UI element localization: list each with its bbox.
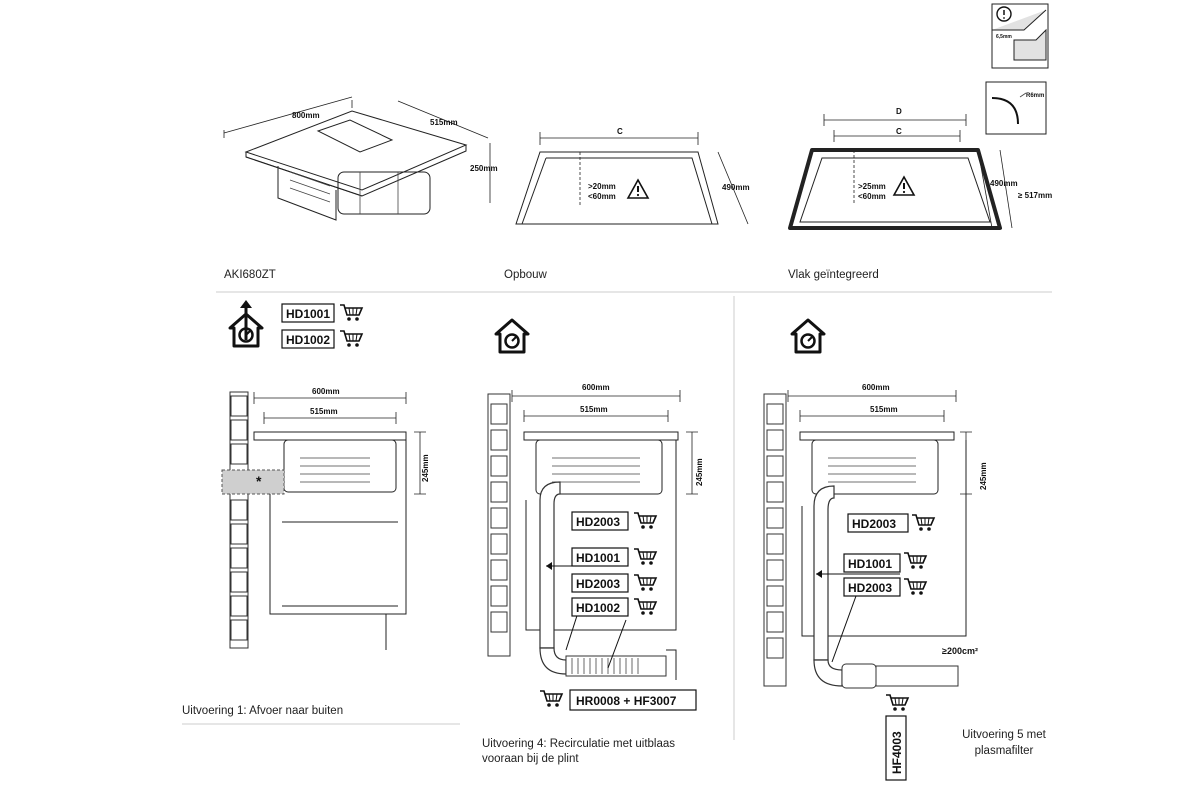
- product-width-label: 800mm: [292, 111, 320, 120]
- panel-3-drawing: [763, 318, 972, 689]
- p2-width-outer: 600mm: [582, 383, 610, 392]
- vlak-drawing: [788, 3, 1049, 230]
- p1-width-inner: 515mm: [310, 407, 338, 416]
- p3-vent: ≥200cm²: [942, 646, 978, 656]
- shopping-cart-icon: [633, 512, 657, 530]
- p3-code-box: [843, 553, 901, 573]
- vlak-warn-line1: >25mm: [858, 182, 886, 191]
- p2-code-3: HD1002: [576, 601, 620, 615]
- p3-caption-line2: plasmafilter: [975, 745, 1034, 757]
- p2-code-box: [571, 511, 629, 531]
- p3-code-box: [847, 513, 909, 533]
- p3-width-inner: 515mm: [870, 405, 898, 414]
- product-depth-label: 515mm: [430, 118, 458, 127]
- vlak-depth-label: 490mm: [990, 179, 1018, 188]
- p1-marker: *: [256, 473, 262, 489]
- vlak-radius-label: R6mm: [1026, 93, 1044, 99]
- product-3d-drawing: 800mm 515mm 250mm: [223, 96, 498, 221]
- p3-caption-line1: Uitvoering 5 met: [962, 729, 1047, 741]
- product-height-label: 250mm: [470, 164, 498, 173]
- shopping-cart-icon: [633, 574, 657, 592]
- p3-code-2: HD2003: [848, 581, 892, 595]
- p1-code-box: [281, 303, 335, 323]
- shopping-cart-icon: [339, 304, 363, 322]
- shopping-cart-icon: [903, 578, 927, 596]
- shopping-cart-icon: [339, 330, 363, 348]
- p3-vertical-code-box: [885, 715, 907, 781]
- p3-height: 245mm: [979, 462, 988, 490]
- p2-width-inner: 515mm: [580, 405, 608, 414]
- p2-code-0: HD2003: [576, 515, 620, 529]
- p2-height: 245mm: [695, 458, 704, 486]
- opbouw-warn-line2: <60mm: [588, 192, 616, 201]
- recirculation-icon: [494, 318, 530, 354]
- caption-product: AKI680ZT: [224, 269, 276, 281]
- p2-bottom-code: HR0008 + HF3007: [576, 694, 677, 708]
- p2-code-1: HD1001: [576, 551, 620, 565]
- p2-code-box: [571, 547, 629, 567]
- shopping-cart-icon: [539, 690, 563, 708]
- panel-2-drawing: [487, 318, 698, 680]
- p3-code-1: HD1001: [848, 557, 892, 571]
- vlak-outer-depth-label: ≥ 517mm: [1018, 191, 1052, 200]
- vlak-warn-line2: <60mm: [858, 192, 886, 201]
- p1-caption: Uitvoering 1: Afvoer naar buiten: [182, 705, 343, 717]
- p1-code-0: HD1001: [286, 307, 330, 321]
- p3-width-outer: 600mm: [862, 383, 890, 392]
- p2-code-box: [571, 573, 629, 593]
- opbouw-depth-label: 490mm: [722, 183, 750, 192]
- caption-opbouw: Opbouw: [504, 269, 548, 281]
- p1-height: 245mm: [421, 454, 430, 482]
- shopping-cart-icon: [633, 598, 657, 616]
- shopping-cart-icon: [911, 514, 935, 532]
- p3-code-0: HD2003: [852, 517, 896, 531]
- p3-code-box: [843, 577, 901, 597]
- p1-code-box: [281, 329, 335, 349]
- recirculation-icon: [790, 318, 826, 354]
- p1-width-outer: 600mm: [312, 387, 340, 396]
- vlak-detail-dim-label: 6,5mm: [996, 34, 1012, 40]
- caption-vlak: Vlak geïntegreerd: [788, 269, 879, 281]
- p3-vertical-code: HF4003: [890, 731, 904, 774]
- shopping-cart-icon: [903, 552, 927, 570]
- shopping-cart-icon: [885, 694, 909, 712]
- p1-code-1: HD1002: [286, 333, 330, 347]
- p2-bottom-code-box: [569, 689, 697, 711]
- vlak-c-label: C: [896, 127, 902, 136]
- shopping-cart-icon: [633, 548, 657, 566]
- opbouw-drawing: [515, 132, 749, 225]
- p2-code-box: [571, 597, 629, 617]
- panel-1-drawing: [221, 300, 426, 650]
- p2-caption-line1: Uitvoering 4: Recirculatie met uitblaas: [482, 738, 675, 750]
- p2-caption-line2: vooraan bij de plint: [482, 753, 579, 765]
- warning-icon: [627, 179, 649, 199]
- opbouw-warn-line1: >20mm: [588, 182, 616, 191]
- opbouw-c-label: C: [617, 127, 623, 136]
- p2-code-2: HD2003: [576, 577, 620, 591]
- vlak-d-label: D: [896, 107, 902, 116]
